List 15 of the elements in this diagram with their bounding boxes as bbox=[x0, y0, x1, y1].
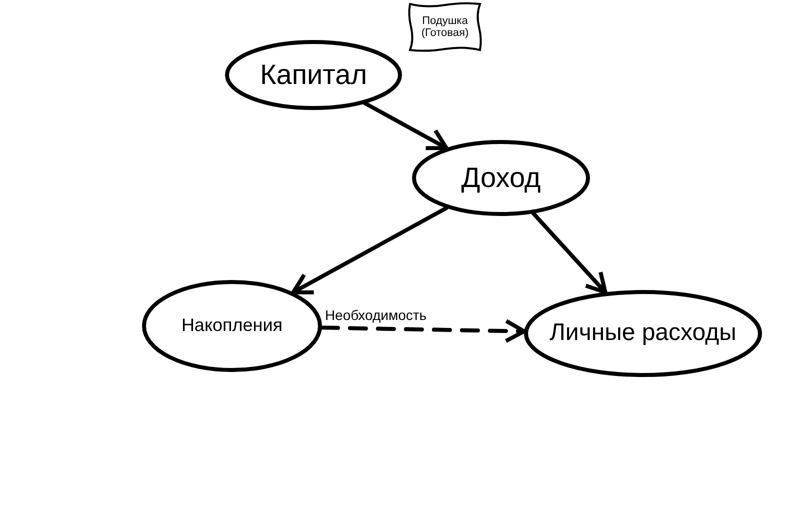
node-label: Доход bbox=[461, 162, 541, 194]
ellipse-node bbox=[412, 140, 590, 216]
node-label: Подушка (Готовая) bbox=[420, 14, 470, 40]
edge-label: Необходимость bbox=[324, 307, 428, 324]
arrow bbox=[291, 206, 448, 294]
ellipse-node bbox=[225, 40, 402, 110]
dashed-arrow bbox=[320, 319, 526, 343]
ellipse-node bbox=[142, 280, 322, 372]
node-label: Капитал bbox=[260, 60, 368, 90]
ellipse-node bbox=[524, 290, 762, 377]
arrow bbox=[531, 211, 608, 294]
arrow bbox=[363, 101, 448, 150]
pillow-shape bbox=[408, 2, 482, 52]
node-label: Личные расходы bbox=[550, 320, 736, 347]
node-label: Накопления bbox=[181, 316, 283, 336]
